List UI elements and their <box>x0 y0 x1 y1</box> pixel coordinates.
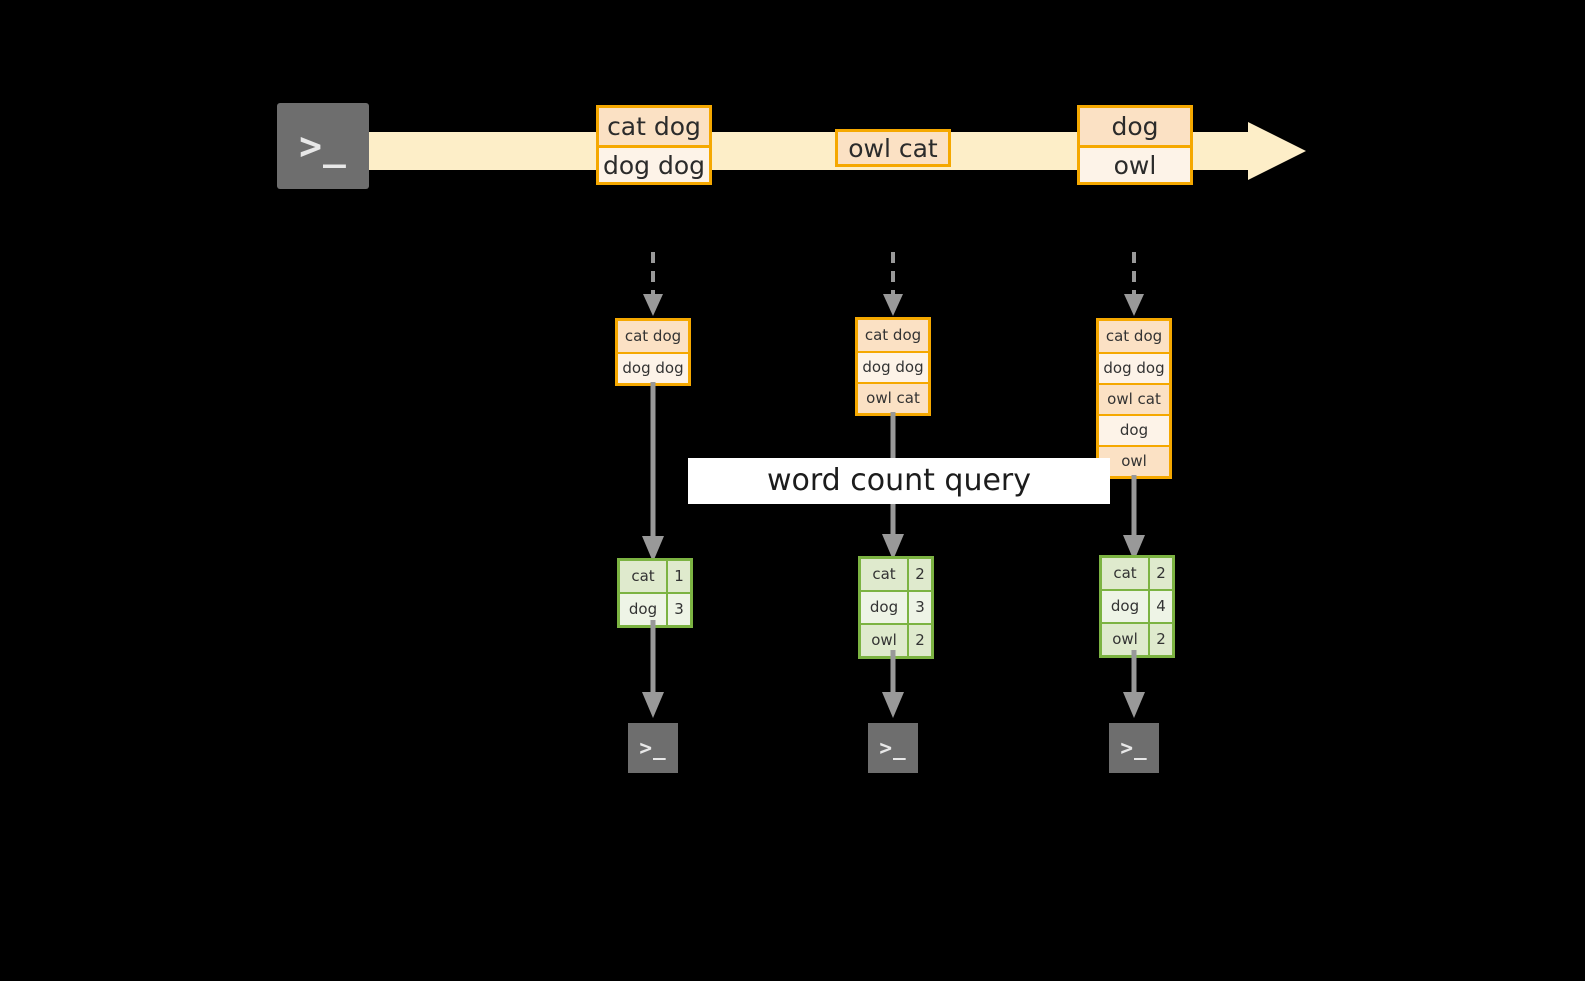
result-row: dog 3 <box>620 592 690 625</box>
result-table-column-3: cat 2 dog 4 owl 2 <box>1099 555 1175 658</box>
result-table-column-2: cat 2 dog 3 owl 2 <box>858 556 934 659</box>
result-word: dog <box>861 592 907 623</box>
result-row: owl 2 <box>861 623 931 656</box>
stream-cell: dog <box>1080 108 1190 145</box>
record-box-column-3: cat dog dog dog owl cat dog owl <box>1096 318 1172 479</box>
result-table-column-1: cat 1 dog 3 <box>617 558 693 628</box>
query-label-band: word count query <box>688 458 1110 504</box>
result-count: 3 <box>666 594 690 625</box>
terminal-prompt-glyph: >_ <box>879 736 907 760</box>
dashed-connector-column-1 <box>643 252 663 316</box>
record-box-column-2: cat dog dog dog owl cat <box>855 317 931 416</box>
query-label-text: word count query <box>766 463 1032 498</box>
record-cell: dog <box>1099 414 1169 445</box>
result-word: cat <box>620 561 666 592</box>
result-count: 1 <box>666 561 690 592</box>
dashed-connector-column-3 <box>1124 252 1144 316</box>
result-count: 2 <box>1148 558 1172 589</box>
terminal-prompt-glyph: >_ <box>1120 736 1148 760</box>
record-cell: cat dog <box>1099 321 1169 352</box>
record-box-column-1: cat dog dog dog <box>615 318 691 386</box>
result-word: owl <box>861 625 907 656</box>
record-cell: cat dog <box>618 321 688 352</box>
record-cell: owl <box>1099 445 1169 476</box>
sink-connector-column-2 <box>882 650 904 718</box>
stream-cell: owl <box>1080 145 1190 182</box>
stream-cell: owl cat <box>838 132 948 164</box>
record-cell: dog dog <box>858 351 928 382</box>
result-row: cat 2 <box>1102 558 1172 589</box>
result-count: 4 <box>1148 591 1172 622</box>
result-row: dog 3 <box>861 590 931 623</box>
source-terminal-icon: >_ <box>268 94 378 198</box>
terminal-prompt-glyph: >_ <box>639 736 667 760</box>
result-count: 2 <box>907 625 931 656</box>
result-word: dog <box>1102 591 1148 622</box>
terminal-prompt-glyph: >_ <box>299 124 347 168</box>
result-word: owl <box>1102 624 1148 655</box>
result-count: 2 <box>907 559 931 590</box>
record-cell: cat dog <box>858 320 928 351</box>
result-row: dog 4 <box>1102 589 1172 622</box>
record-cell: owl cat <box>1099 383 1169 414</box>
stream-group-3: dog owl <box>1077 105 1193 185</box>
record-cell: dog dog <box>618 352 688 383</box>
sink-terminal-icon-column-3: >_ <box>1100 714 1168 782</box>
record-cell: owl cat <box>858 382 928 413</box>
result-row: cat 2 <box>861 559 931 590</box>
result-count: 2 <box>1148 624 1172 655</box>
stream-cell: cat dog <box>599 108 709 145</box>
stream-group-2: owl cat <box>835 129 951 167</box>
result-row: cat 1 <box>620 561 690 592</box>
dashed-connector-column-2 <box>883 252 903 316</box>
record-cell: dog dog <box>1099 352 1169 383</box>
sink-terminal-icon-column-2: >_ <box>859 714 927 782</box>
result-word: dog <box>620 594 666 625</box>
result-word: cat <box>861 559 907 590</box>
stream-cell: dog dog <box>599 145 709 182</box>
result-count: 3 <box>907 592 931 623</box>
sink-terminal-icon-column-1: >_ <box>619 714 687 782</box>
sink-connector-column-3 <box>1123 650 1145 718</box>
stream-group-1: cat dog dog dog <box>596 105 712 185</box>
sink-connector-column-1 <box>642 620 664 718</box>
query-connector-column-1 <box>642 382 664 562</box>
result-word: cat <box>1102 558 1148 589</box>
query-connector-column-3 <box>1123 475 1145 561</box>
result-row: owl 2 <box>1102 622 1172 655</box>
